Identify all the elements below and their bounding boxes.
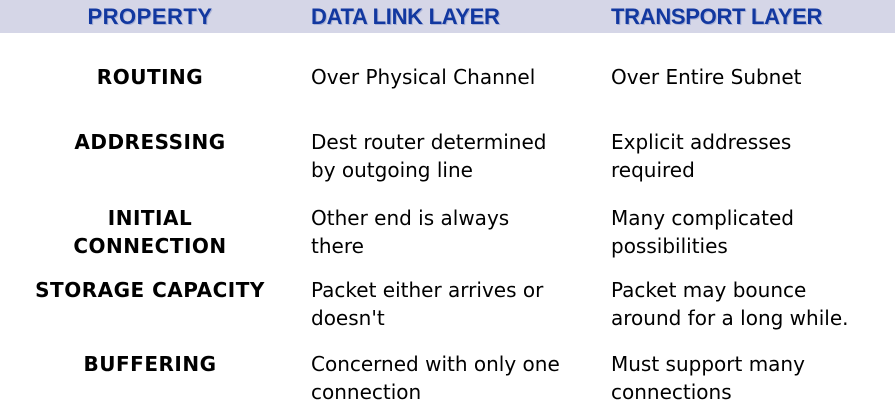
property-cell: ADDRESSING (74, 130, 226, 154)
data-link-cell: Packet either arrives or doesn't (311, 278, 544, 330)
transport-cell: Over Entire Subnet (611, 65, 802, 89)
data-link-cell: Concerned with only one connection (311, 352, 560, 404)
table-row-buffering: BUFFERING Concerned with only one connec… (0, 342, 895, 406)
table-row-storage-capacity: STORAGE CAPACITY Packet either arrives o… (0, 270, 895, 342)
header-property: PROPERTY (87, 3, 213, 29)
property-cell: BUFFERING (83, 352, 217, 376)
table-row-routing: ROUTING Over Physical Channel Over Entir… (0, 33, 895, 122)
property-cell: STORAGE CAPACITY (35, 278, 265, 302)
data-link-cell: Over Physical Channel (311, 65, 536, 89)
data-link-cell: Other end is always there (311, 206, 510, 258)
transport-cell: Many complicated possibilities (611, 206, 794, 258)
data-link-cell: Dest router determined by outgoing line (311, 130, 547, 182)
table-row-initial-connection: INITIAL CONNECTION Other end is always t… (0, 196, 895, 270)
property-cell: ROUTING (96, 65, 204, 89)
transport-cell: Explicit addresses required (611, 130, 792, 182)
transport-cell: Must support many connections (611, 352, 805, 404)
property-cell: INITIAL CONNECTION (73, 206, 227, 258)
table-header-row: PROPERTY DATA LINK LAYER TRANSPORT LAYER (0, 0, 895, 33)
transport-cell: Packet may bounce around for a long whil… (611, 278, 849, 330)
header-data-link-layer: DATA LINK LAYER (311, 3, 500, 29)
table-row-addressing: ADDRESSING Dest router determined by out… (0, 122, 895, 196)
header-transport-layer: TRANSPORT LAYER (611, 3, 823, 29)
